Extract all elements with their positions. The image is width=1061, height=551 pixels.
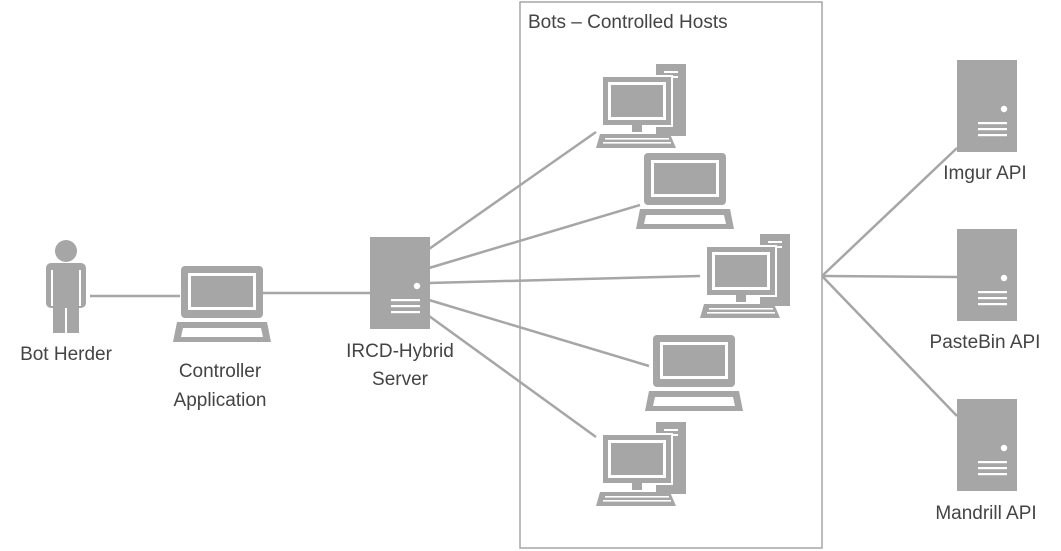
mandrill-label: Mandrill API xyxy=(935,503,1036,524)
imgur-server-icon xyxy=(957,60,1017,152)
bot-laptop-icon-2 xyxy=(636,153,734,229)
edge-ircd-bot-1 xyxy=(428,130,597,251)
edge-bots-imgur xyxy=(821,147,958,277)
edge-ircd-bot-5 xyxy=(428,314,597,439)
edge-bots-mandrill xyxy=(821,275,958,417)
person-icon xyxy=(46,240,86,333)
edge-ircd-bot-4 xyxy=(428,298,650,368)
controller-laptop-icon xyxy=(173,266,271,342)
pastebin-server-icon xyxy=(957,229,1017,321)
controller-label-line2: Application xyxy=(174,390,267,411)
bot-herder-label: Bot Herder xyxy=(20,344,113,365)
edge-ircd-bot-3 xyxy=(428,274,701,285)
bot-desktop-icon-3 xyxy=(700,234,790,318)
ircd-label-line2: Server xyxy=(372,369,429,390)
bot-desktop-icon-1 xyxy=(596,64,686,148)
bot-desktop-icon-5 xyxy=(596,422,686,506)
mandrill-server-icon xyxy=(957,399,1017,491)
edge-bots-pastebin xyxy=(821,274,958,279)
controller-label-line1: Controller xyxy=(179,361,262,382)
bot-laptop-icon-4 xyxy=(645,335,743,411)
pastebin-label: PasteBin API xyxy=(930,332,1041,353)
bots-group-title: Bots – Controlled Hosts xyxy=(528,12,728,33)
ircd-label-line1: IRCD-Hybrid xyxy=(346,341,454,362)
edge-ircd-bot-2 xyxy=(428,203,641,270)
ircd-server-icon xyxy=(370,237,430,329)
imgur-label: Imgur API xyxy=(943,163,1026,184)
connection-lines xyxy=(90,130,958,439)
